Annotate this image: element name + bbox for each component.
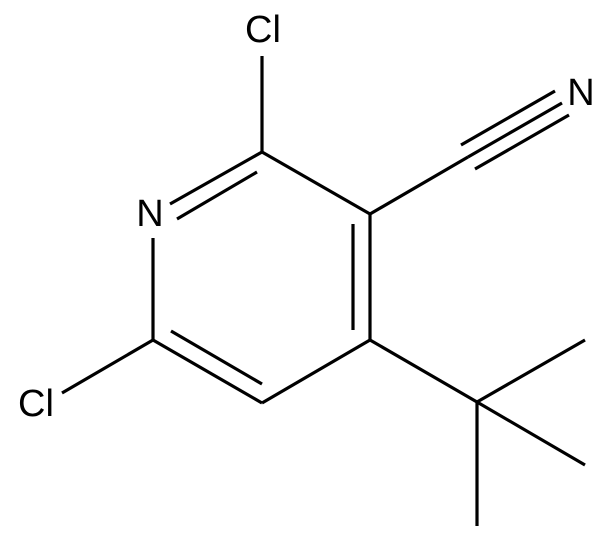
- chlorine-top-label: Cl: [245, 9, 281, 51]
- bond-n1-c2-inner: [176, 170, 258, 221]
- bond-n1-c2: [169, 150, 263, 206]
- pyridine-ring: [151, 150, 372, 405]
- nitrile-triple-bond: [460, 89, 570, 171]
- bond-c2-c3: [261, 150, 371, 216]
- bond-tbu-methyl-up: [476, 338, 586, 404]
- substituents: [61, 56, 586, 526]
- bond-tbu-methyl-right: [476, 400, 586, 467]
- bond-c3-cn: [369, 155, 469, 216]
- bond-c5-c6-inner: [170, 329, 263, 386]
- bond-c4-tbu: [369, 338, 478, 404]
- nitrile-nitrogen-label: N: [567, 72, 594, 114]
- chlorine-bottom-label: Cl: [18, 383, 54, 425]
- bond-c6-cl: [61, 338, 154, 395]
- bond-c4-c5: [261, 338, 371, 405]
- ring-nitrogen-label: N: [136, 193, 163, 235]
- bond-c5-c6: [152, 338, 263, 405]
